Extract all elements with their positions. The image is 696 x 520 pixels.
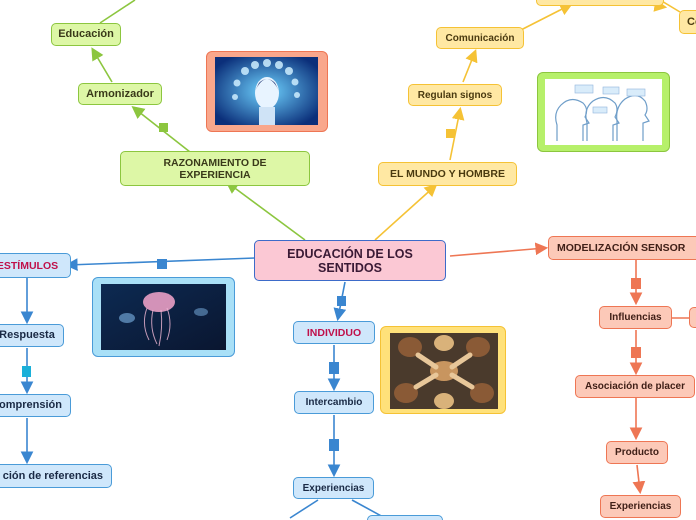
intercambio-label: Intercambio (305, 397, 363, 408)
razonamiento-line1: RAZONAMIENTO DE (163, 156, 267, 169)
influencias-label: Influencias (609, 312, 662, 323)
respuesta-label: Respuesta (0, 329, 55, 341)
regulan-signos-label: Regulan signos (417, 89, 493, 101)
co-node[interactable]: Co (679, 10, 696, 34)
experiencias-blue-node[interactable]: Experiencias (293, 477, 374, 499)
producto-label: Producto (615, 447, 659, 458)
modelizacion-node[interactable]: MODELIZACIÓN SENSOR (548, 236, 696, 260)
influencias-side-node[interactable] (689, 307, 696, 328)
regulan-signos-node[interactable]: Regulan signos (408, 84, 502, 106)
comunicacion-node[interactable]: Comunicación (436, 27, 524, 49)
comprension-node[interactable]: omprensión (0, 394, 71, 417)
comunicacion-label: Comunicación (445, 32, 515, 44)
head-profiles-image (537, 72, 670, 152)
experiencias-blue-label: Experiencias (302, 482, 365, 494)
referencias-label: ción de referencias (2, 469, 103, 482)
armonizador-node[interactable]: Armonizador (78, 83, 162, 105)
top-hidden-node[interactable] (536, 0, 664, 6)
individuo-node[interactable]: INDIVIDUO (293, 321, 375, 344)
influencias-node[interactable]: Influencias (599, 306, 672, 329)
intercambio-node[interactable]: Intercambio (294, 391, 374, 414)
group-hands-image (380, 326, 506, 414)
jellyfish-image (92, 277, 235, 357)
educacion-node[interactable]: Educación (51, 23, 121, 46)
asociacion-node[interactable]: Asociación de placer (575, 375, 695, 398)
razonamiento-line2: EXPERIENCIA (179, 168, 251, 181)
co-label: Co (687, 15, 696, 28)
comprension-label: omprensión (0, 399, 62, 411)
mundo-label: EL MUNDO Y HOMBRE (390, 168, 505, 180)
experiencias-salmon-label: Experiencias (609, 501, 672, 512)
mundo-node[interactable]: EL MUNDO Y HOMBRE (378, 162, 517, 186)
referencias-node[interactable]: ción de referencias (0, 464, 112, 488)
experiencias-salmon-node[interactable]: Experiencias (600, 495, 681, 518)
center-node[interactable]: EDUCACIÓN DE LOS SENTIDOS (254, 240, 446, 281)
hidden-bottom-node[interactable] (367, 515, 443, 520)
asociacion-label: Asociación de placer (584, 381, 686, 392)
modelizacion-label: MODELIZACIÓN SENSOR (557, 241, 686, 254)
producto-node[interactable]: Producto (606, 441, 668, 464)
respuesta-node[interactable]: Respuesta (0, 324, 64, 347)
center-title-line2: SENTIDOS (318, 260, 382, 275)
razonamiento-node[interactable]: RAZONAMIENTO DE EXPERIENCIA (120, 151, 310, 186)
armonizador-label: Armonizador (86, 87, 154, 100)
face-art-image (206, 51, 328, 132)
estimulos-label: ESTÍMULOS (0, 259, 59, 272)
estimulos-node[interactable]: ESTÍMULOS (0, 253, 71, 278)
educacion-label: Educación (58, 28, 114, 40)
center-title-line1: EDUCACIÓN DE LOS (287, 246, 413, 261)
individuo-label: INDIVIDUO (306, 326, 362, 339)
